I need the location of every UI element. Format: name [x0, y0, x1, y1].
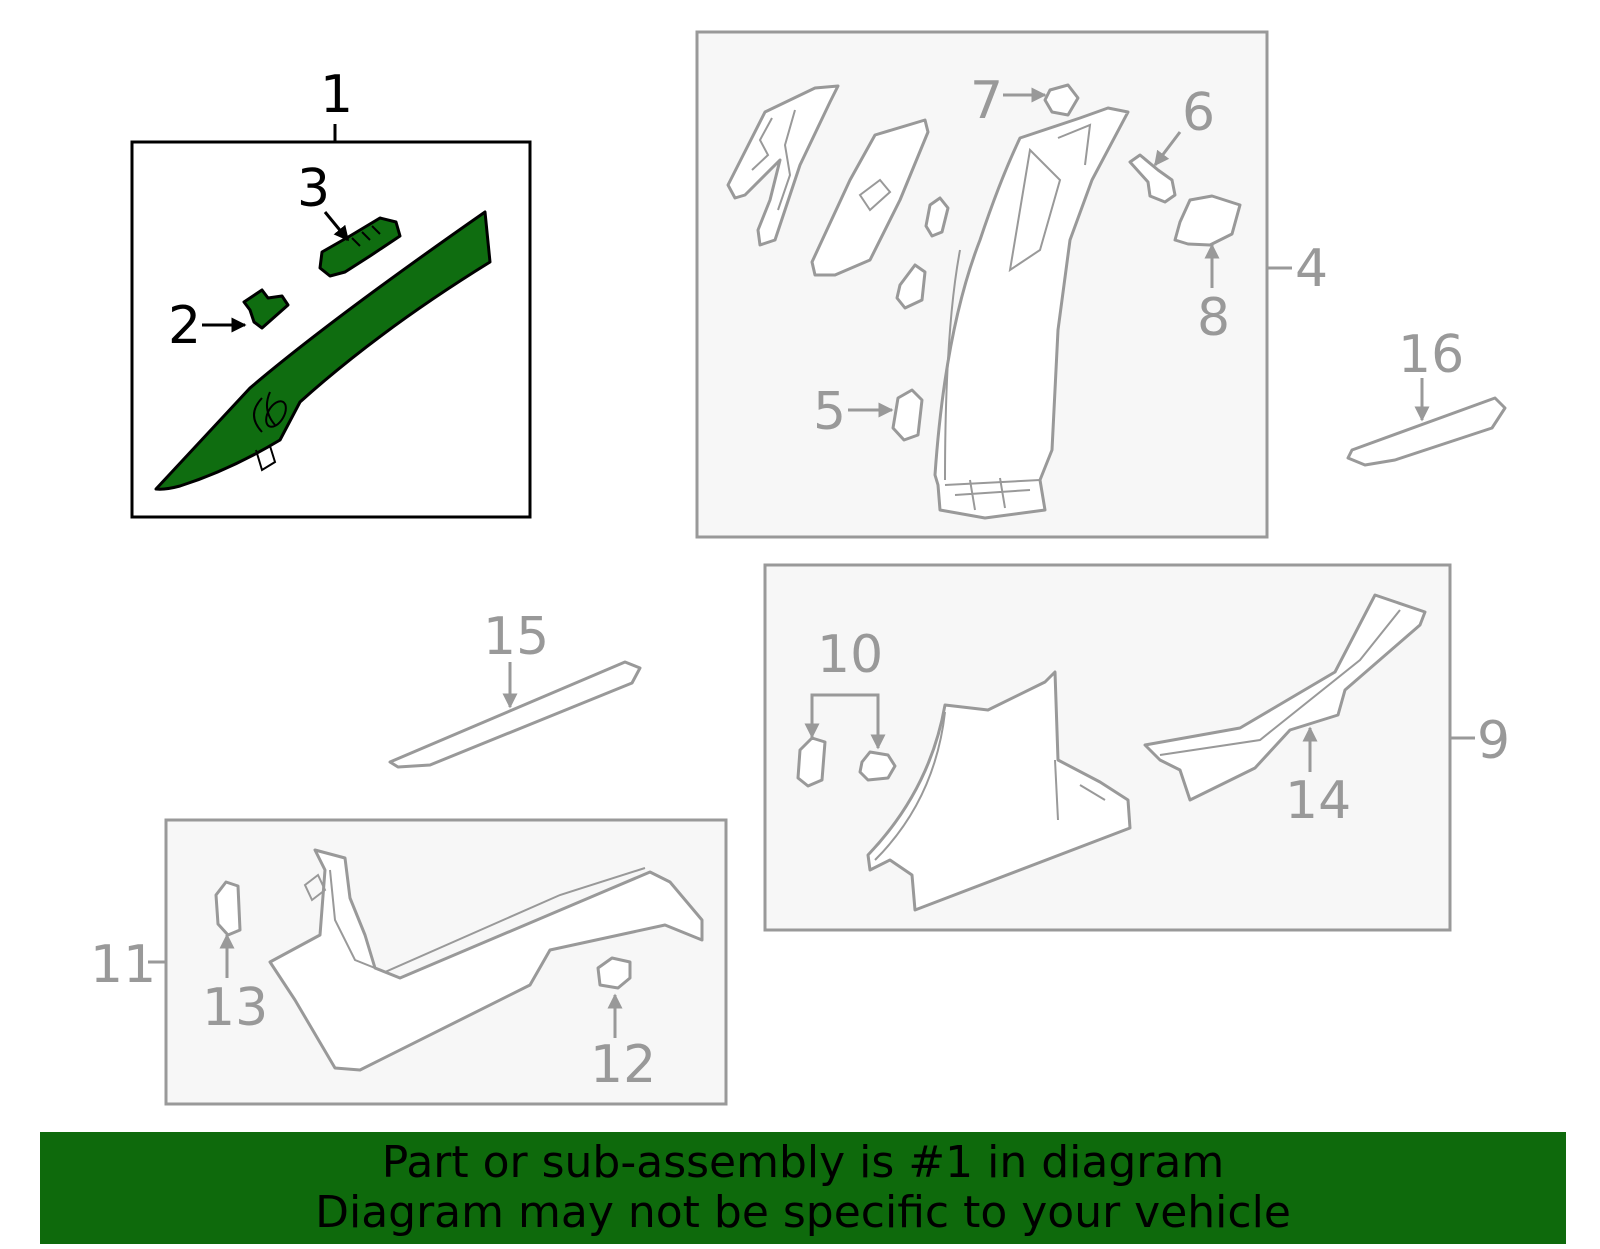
callout-8: 8 — [1197, 288, 1230, 348]
callout-6: 6 — [1182, 83, 1215, 143]
small-clip-b[interactable] — [895, 263, 927, 310]
a-pillar-trim-panel[interactable] — [154, 210, 492, 491]
group-9-box — [763, 563, 1452, 932]
front-sill-trim-panel[interactable] — [268, 848, 704, 1072]
callout-9: 9 — [1477, 711, 1510, 771]
clip-part-5[interactable] — [891, 388, 924, 442]
clip-part-10b[interactable] — [858, 750, 897, 782]
clip-part-3[interactable] — [318, 216, 402, 278]
clip-part-8[interactable] — [1173, 194, 1242, 247]
group-9-rear-trim[interactable]: 9 10 14 — [763, 563, 1510, 932]
clip-part-13[interactable] — [214, 880, 242, 937]
banner-line-2: Diagram may not be specific to your vehi… — [315, 1187, 1291, 1238]
callout-10: 10 — [817, 625, 883, 685]
banner-line-1: Part or sub-assembly is #1 in diagram — [381, 1137, 1225, 1188]
group-4-b-pillar-trim[interactable]: 4 5 7 6 8 — [695, 30, 1328, 539]
callout-4: 4 — [1295, 239, 1328, 299]
callout-11: 11 — [90, 935, 156, 995]
small-clip-a[interactable] — [924, 196, 950, 238]
part-15-sill-plate[interactable]: 15 — [388, 607, 642, 769]
b-pillar-upper-cover[interactable] — [810, 118, 930, 277]
clip-part-2[interactable] — [242, 288, 290, 330]
rear-sill-trim[interactable] — [1143, 593, 1427, 802]
group-11-front-sill-trim[interactable]: 11 13 12 — [90, 818, 728, 1106]
callout-5: 5 — [813, 382, 846, 442]
callout-14: 14 — [1285, 771, 1351, 831]
bolt-part-6[interactable] — [1128, 153, 1177, 204]
callout-2: 2 — [168, 296, 201, 356]
callout-7: 7 — [970, 71, 1003, 131]
part-16-scuff-plate[interactable]: 16 — [1346, 325, 1507, 467]
info-banner: Part or sub-assembly is #1 in diagram Di… — [40, 1132, 1566, 1244]
callout-13: 13 — [202, 978, 268, 1038]
seat-belt-guide-bracket[interactable] — [726, 84, 840, 247]
clip-part-12[interactable] — [596, 956, 632, 990]
callout-3: 3 — [297, 159, 330, 219]
callout-15: 15 — [483, 607, 549, 667]
b-pillar-lower-trim[interactable] — [933, 106, 1130, 520]
group-1-a-pillar-trim[interactable]: 1 2 3 — [130, 65, 532, 519]
callout-1: 1 — [320, 65, 353, 125]
callout-12: 12 — [590, 1035, 656, 1095]
quarter-lower-trim[interactable] — [866, 670, 1132, 912]
callout-16: 16 — [1398, 325, 1464, 385]
